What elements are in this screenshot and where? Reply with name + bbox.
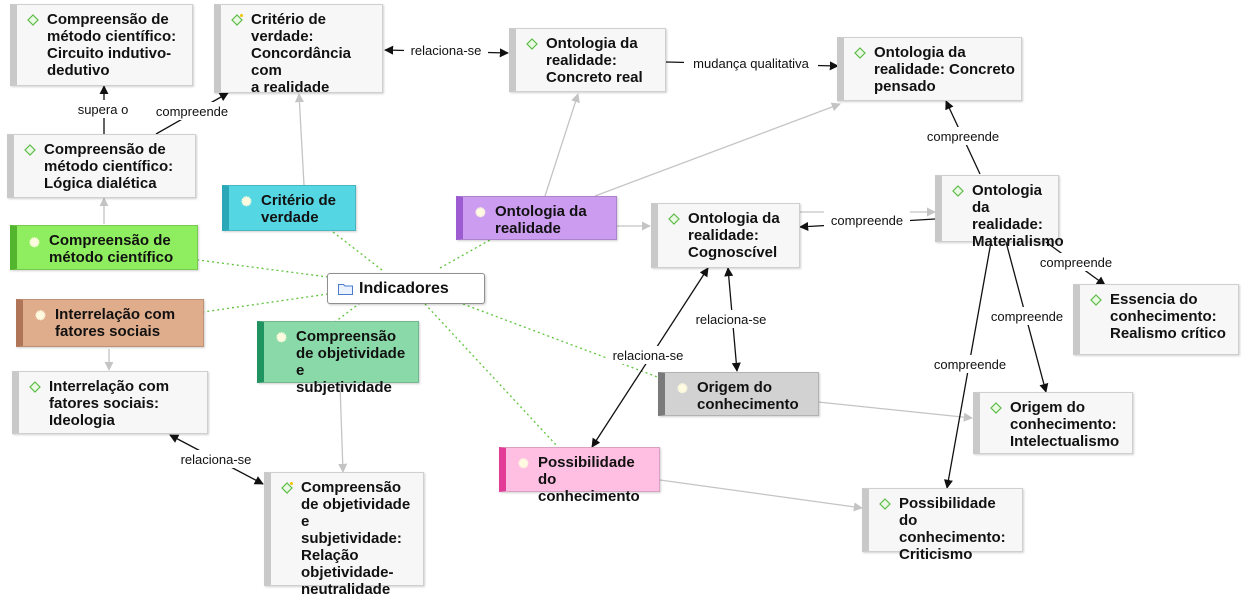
quote-label: Compreensão de método científico: Circui… bbox=[47, 11, 177, 79]
quote-label: Critério de verdade: Concordância com a … bbox=[251, 11, 352, 96]
edge-label-compreende-cognoscivel: compreende bbox=[831, 213, 903, 228]
quote-label: Ontologia da realidade: Concreto pensado bbox=[874, 44, 1015, 95]
quote-intelectualismo[interactable]: Origem do conhecimento: Intelectualismo bbox=[973, 392, 1133, 454]
quote-essencia[interactable]: Essencia do conhecimento: Realismo críti… bbox=[1073, 284, 1239, 355]
link-indicadores-ontologia bbox=[439, 239, 491, 269]
code-origem[interactable]: ✺ Origem do conhecimento bbox=[658, 372, 819, 416]
quote-circuito[interactable]: Compreensão de método científico: Circui… bbox=[10, 4, 193, 86]
edge-label-relaciona-possibilidade: relaciona-se bbox=[613, 348, 684, 363]
quote-label: Compreensão de método científico: Lógica… bbox=[44, 141, 174, 192]
quotation-icon bbox=[668, 213, 680, 225]
edge-origem-intelectualismo bbox=[817, 401, 973, 422]
code-label: Ontologia da realidade bbox=[495, 203, 587, 237]
quotation-icon bbox=[281, 482, 293, 494]
quotation-icon bbox=[879, 498, 891, 510]
link-indicadores-origem bbox=[462, 303, 661, 379]
link-indicadores-metodo bbox=[197, 259, 329, 278]
quotation-icon bbox=[24, 144, 36, 156]
edge-label-compreende-essencia: compreende bbox=[1040, 255, 1112, 270]
quote-label: Possibilidade do conhecimento: Criticism… bbox=[899, 495, 1006, 563]
indicadores-node[interactable]: Indicadores bbox=[327, 273, 485, 304]
quotation-icon bbox=[1090, 294, 1102, 306]
edge-objetividade-relacao bbox=[338, 383, 348, 473]
edge-label-compreende-intelectualismo: compreende bbox=[991, 309, 1063, 324]
code-icon: ✺ bbox=[35, 308, 46, 323]
quotation-icon bbox=[990, 402, 1002, 414]
quotation-icon bbox=[231, 14, 243, 26]
edge-label-supera: supera o bbox=[78, 102, 129, 117]
quote-label: Interrelação com fatores sociais: Ideolo… bbox=[49, 378, 170, 429]
code-label: Origem do conhecimento bbox=[697, 379, 799, 413]
link-indicadores-interrelacao bbox=[202, 293, 329, 313]
quote-criticismo[interactable]: Possibilidade do conhecimento: Criticism… bbox=[862, 488, 1023, 563]
quote-ideologia[interactable]: Interrelação com fatores sociais: Ideolo… bbox=[12, 371, 208, 434]
quote-concordancia[interactable]: Critério de verdade: Concordância com a … bbox=[214, 4, 383, 96]
edge-label-compreende-pensado: compreende bbox=[927, 129, 999, 144]
quote-label: Essencia do conhecimento: Realismo críti… bbox=[1110, 291, 1226, 342]
quote-materialismo[interactable]: Ontologia da realidade: Materialismo bbox=[935, 175, 1064, 250]
code-label: Interrelação com fatores sociais bbox=[55, 306, 176, 340]
code-icon: ✺ bbox=[29, 235, 40, 250]
code-criterio-verdade[interactable]: ✺ Critério de verdade bbox=[222, 185, 356, 231]
code-ontologia[interactable]: ✺ Ontologia da realidade bbox=[456, 196, 617, 240]
edge-label-mudanca: mudança qualitativa bbox=[693, 56, 809, 71]
code-label: Compreensão de método científico bbox=[49, 232, 174, 266]
edge-ontologia-concreto-real bbox=[544, 93, 580, 197]
code-label: Critério de verdade bbox=[261, 192, 337, 226]
quote-label: Ontologia da realidade: Concreto real bbox=[546, 35, 643, 86]
link-indicadores-criterio bbox=[332, 231, 383, 271]
code-interrelacao[interactable]: ✺ Interrelação com fatores sociais bbox=[16, 299, 204, 347]
edge-label-compreende-logica: compreende bbox=[156, 104, 228, 119]
edge-label-compreende-criticismo: compreende bbox=[934, 357, 1006, 372]
edge-label-relaciona-concordancia: relaciona-se bbox=[411, 43, 482, 58]
edge-criterio-concordancia bbox=[294, 93, 305, 186]
quote-concreto-pensado[interactable]: Ontologia da realidade: Concreto pensado bbox=[837, 37, 1022, 101]
quote-concreto-real[interactable]: Ontologia da realidade: Concreto real bbox=[509, 28, 666, 92]
quote-label: Compreensão de objetividade e subjetivid… bbox=[301, 479, 411, 598]
quote-logica-dialetica[interactable]: Compreensão de método científico: Lógica… bbox=[7, 134, 196, 198]
code-compreensao-objetividade[interactable]: ✺ Compreensão de objetividade e subjetiv… bbox=[257, 321, 419, 396]
quotation-icon bbox=[526, 38, 538, 50]
code-label: Compreensão de objetividade e subjetivid… bbox=[296, 328, 406, 396]
code-icon: ✺ bbox=[276, 330, 287, 345]
quotation-icon bbox=[27, 14, 39, 26]
code-icon: ✺ bbox=[677, 381, 688, 396]
link-indicadores-objetividade bbox=[334, 302, 361, 323]
code-icon: ✺ bbox=[475, 205, 486, 220]
code-icon: ✺ bbox=[518, 456, 529, 471]
quote-relacao-objetividade[interactable]: Compreensão de objetividade e subjetivid… bbox=[264, 472, 424, 598]
edge-ontologia-concreto-pensado bbox=[594, 102, 841, 197]
quote-cognoscivel[interactable]: Ontologia da realidade: Cognoscível bbox=[651, 203, 800, 268]
link-indicadores-possibilidade bbox=[424, 303, 559, 448]
edge-label-relaciona-ideologia: relaciona-se bbox=[181, 452, 252, 467]
folder-icon bbox=[338, 284, 353, 295]
code-compreensao-metodo[interactable]: ✺ Compreensão de método científico bbox=[10, 225, 198, 270]
quotation-icon bbox=[854, 47, 866, 59]
code-possibilidade[interactable]: ✺ Possibilidade do conhecimento bbox=[499, 447, 660, 505]
quotation-icon bbox=[29, 381, 41, 393]
quotation-icon bbox=[952, 185, 964, 197]
quote-label: Ontologia da realidade: Cognoscível bbox=[688, 210, 780, 261]
code-icon: ✺ bbox=[241, 194, 252, 209]
edge-label-relaciona-origem: relaciona-se bbox=[696, 312, 767, 327]
quote-label: Ontologia da realidade: Materialismo bbox=[972, 182, 1064, 250]
quote-label: Origem do conhecimento: Intelectualismo bbox=[1010, 399, 1120, 450]
edge-possibilidade-criticismo bbox=[659, 479, 863, 512]
code-label: Possibilidade do conhecimento bbox=[538, 454, 640, 505]
indicadores-label: Indicadores bbox=[359, 280, 449, 297]
